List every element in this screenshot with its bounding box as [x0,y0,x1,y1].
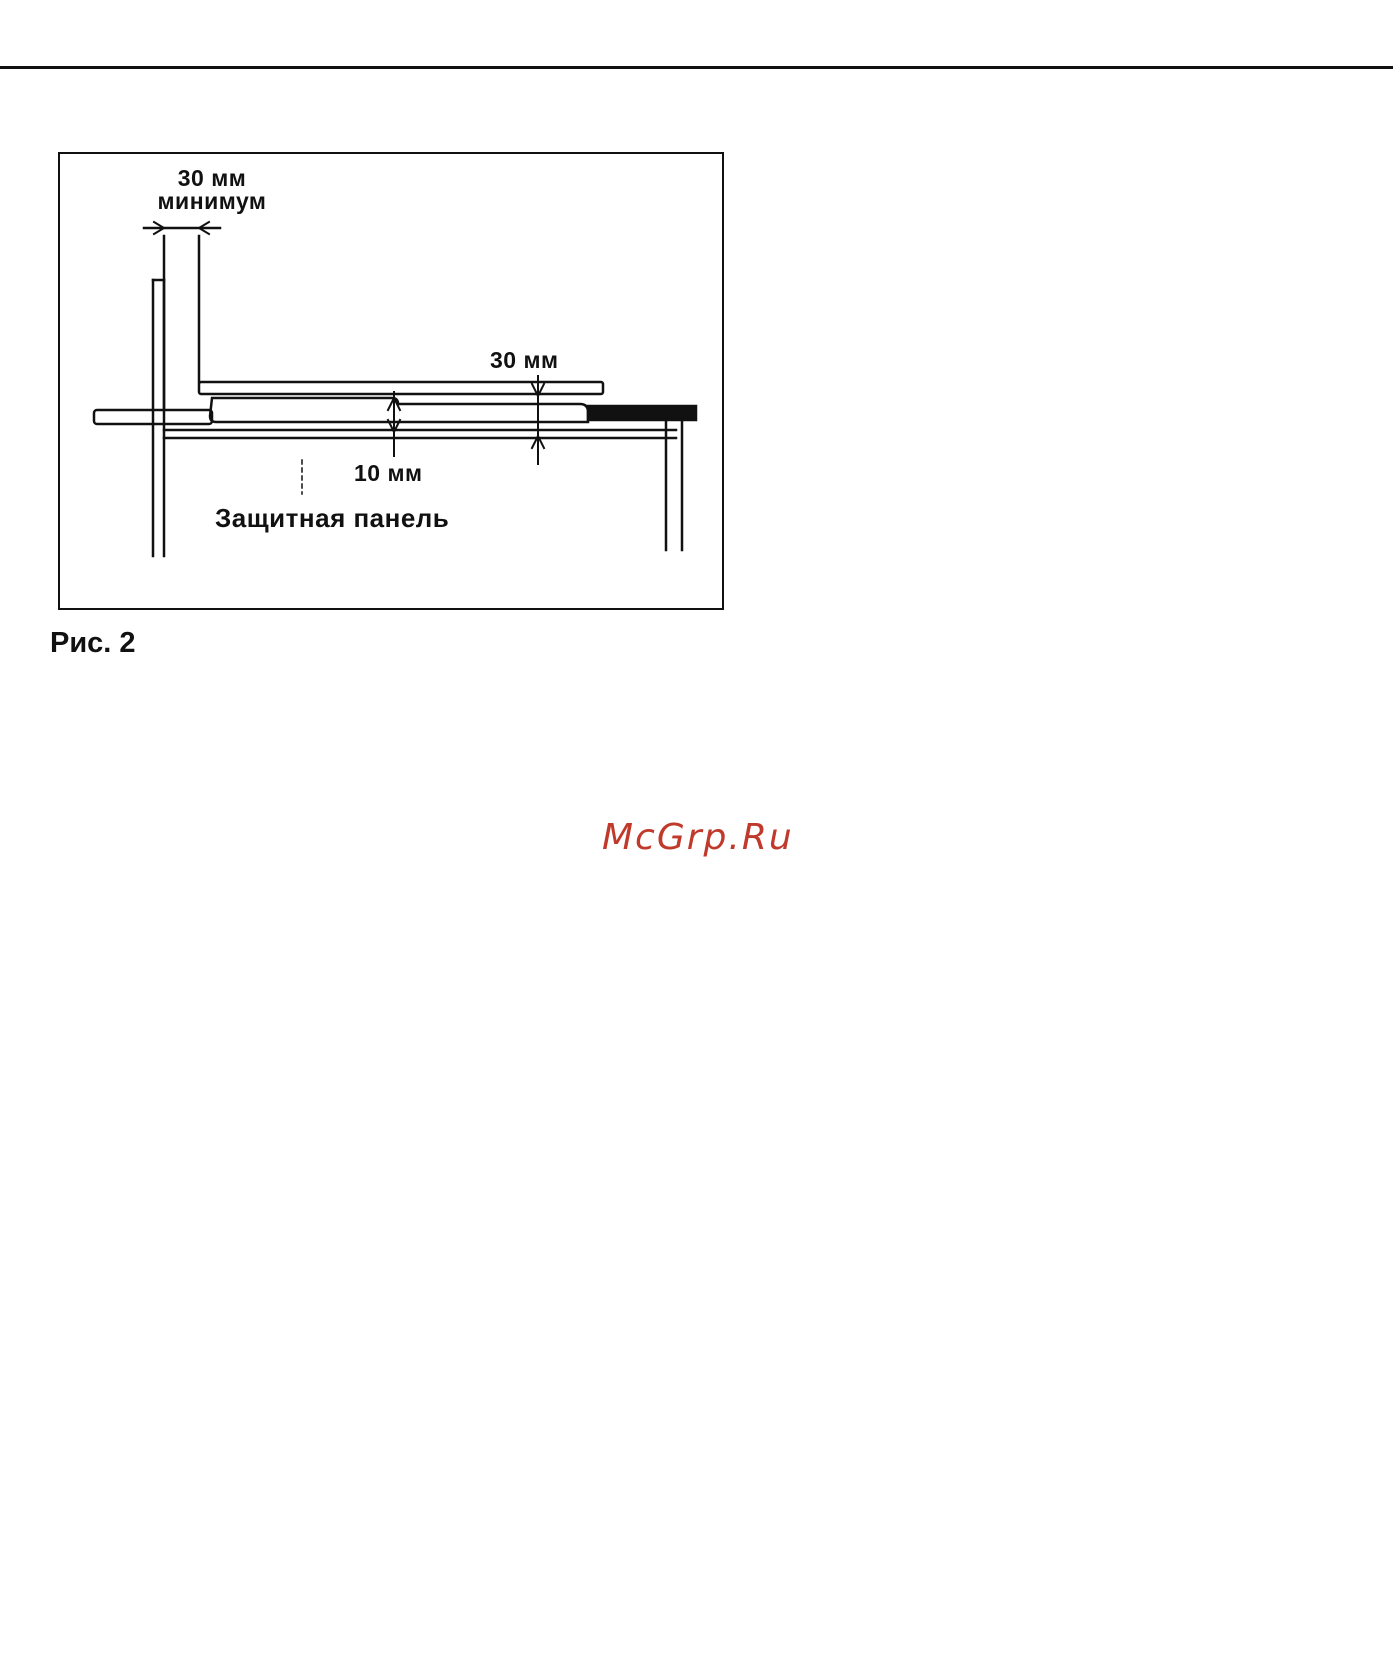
figure-caption: Рис. 2 [50,627,136,659]
top-rule [0,66,1393,69]
right-gap-label: 30 мм [490,348,559,372]
installation-diagram: 30 мм минимум 30 мм 10 мм Защитная панел… [58,152,724,610]
diagram-drawing [60,154,722,608]
bottom-gap-label: 10 мм [354,461,423,485]
min-gap-value-label: 30 мм [142,166,282,190]
watermark-logo: McGrp.Ru [602,818,794,858]
protective-panel-label: Защитная панель [215,504,449,532]
right-worktop [588,406,696,420]
min-gap-word-label: минимум [112,189,312,213]
